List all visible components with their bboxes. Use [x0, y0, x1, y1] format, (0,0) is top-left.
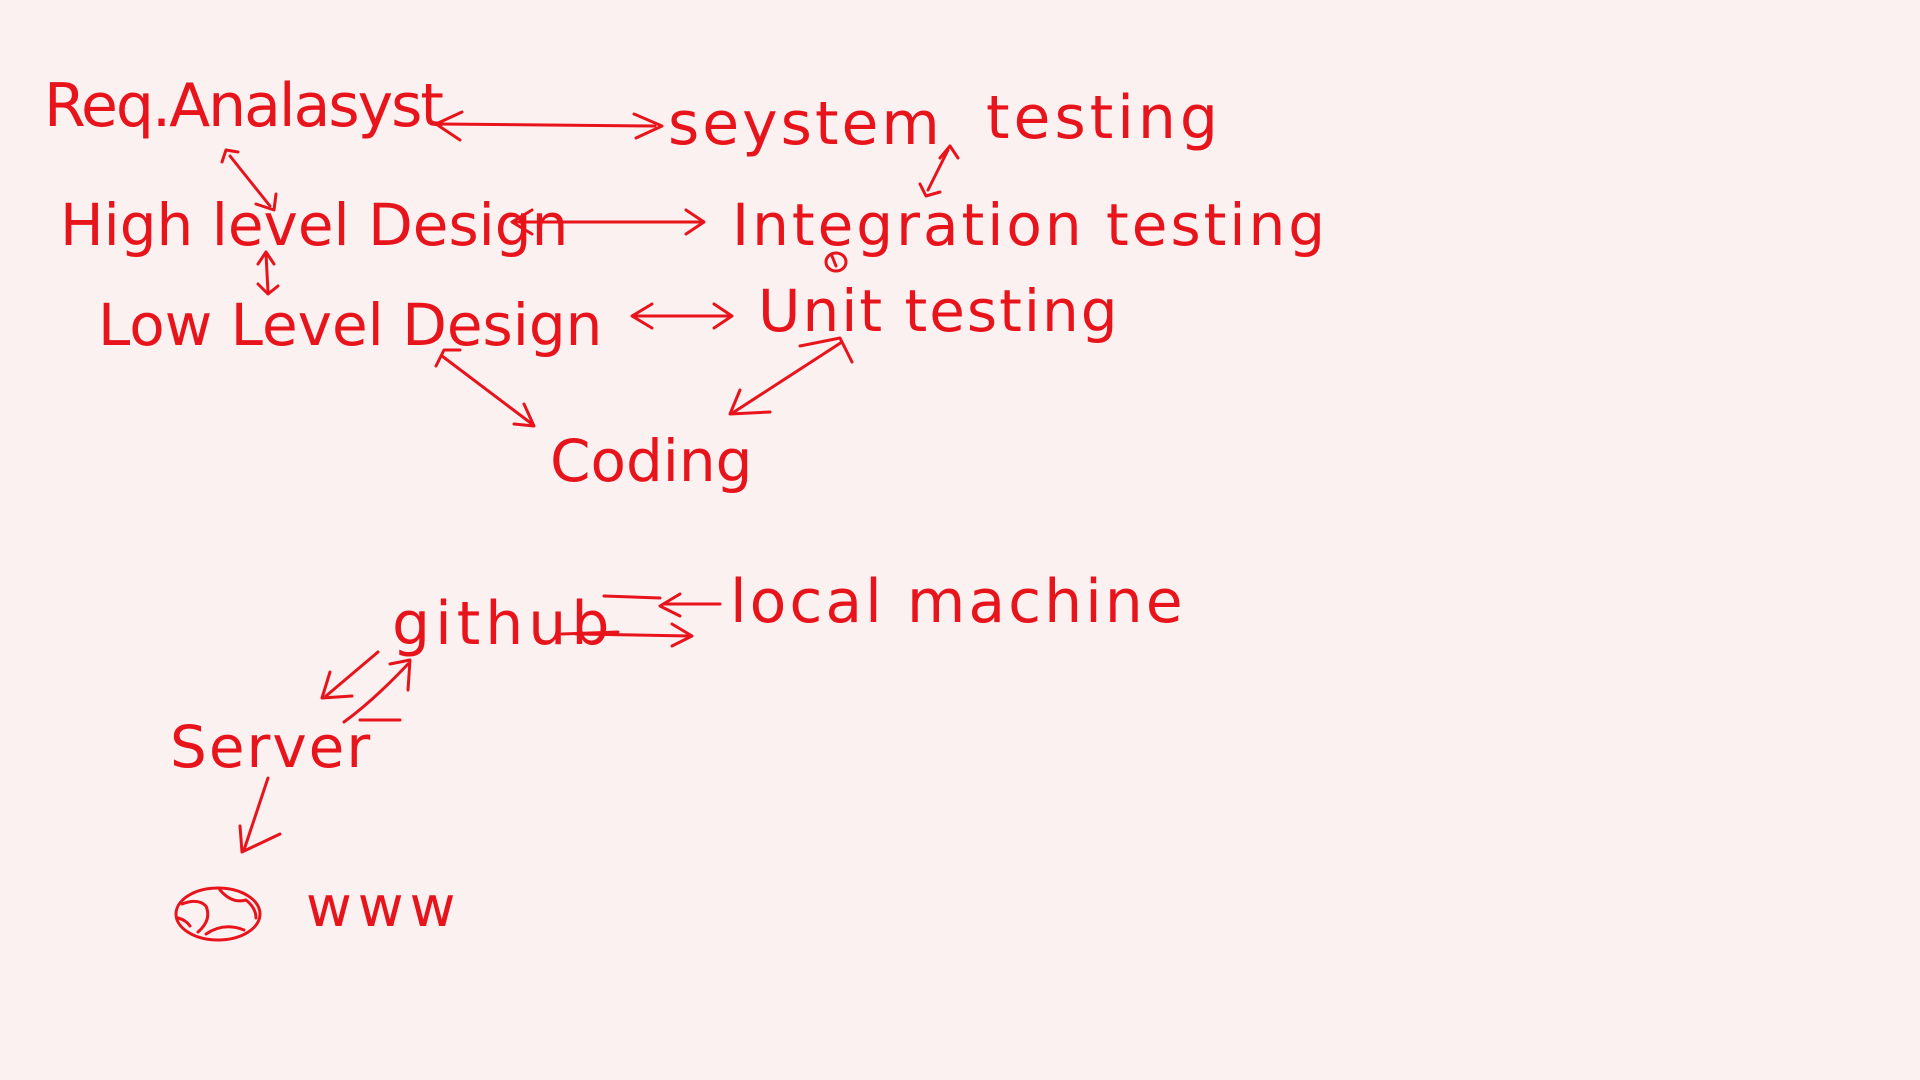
high-level-design-text: High level Design [60, 191, 569, 259]
label-integration-testing: Integration testing [732, 196, 1328, 254]
label-low-level-design: Low Level Design [98, 296, 602, 354]
arrow-unit-to-coding [728, 336, 854, 416]
github-text: github [392, 589, 615, 659]
arrow-hld-to-integration [510, 208, 706, 236]
github-underline [560, 630, 620, 636]
www-text: www [306, 875, 462, 940]
unit-testing-text: Unit testing [758, 277, 1120, 345]
arrow-lld-to-coding [434, 348, 536, 428]
label-high-level-design: High level Design [60, 196, 568, 254]
arrow-req-to-system-testing [434, 110, 664, 142]
label-req-analysis: Req.Analasyst [44, 76, 444, 136]
low-level-design-text: Low Level Design [98, 291, 603, 359]
label-www: www [306, 880, 461, 936]
integration-testing-text: Integration testing [732, 191, 1329, 259]
arrow-hld-to-lld [256, 250, 280, 296]
arrow-lld-to-unit [630, 302, 734, 330]
system-testing-word1-text: seystem [668, 89, 943, 159]
local-machine-text: local machine [730, 567, 1186, 637]
arrow-github-server [320, 650, 412, 724]
req-analysis-text: Req.Analasyst [44, 71, 444, 141]
label-system-word1: seystem [668, 94, 943, 154]
arrow-req-to-hld [220, 148, 278, 212]
coding-text: Coding [550, 427, 753, 495]
server-text: Server [170, 713, 373, 781]
label-unit-testing: Unit testing [758, 282, 1120, 340]
arrow-github-local [574, 592, 722, 648]
arrow-system-to-integration [918, 144, 960, 198]
label-system-word2: testing [986, 88, 1222, 148]
system-testing-word2-text: testing [986, 83, 1223, 153]
label-server: Server [170, 718, 372, 776]
arrow-server-to-www [238, 776, 282, 854]
label-coding: Coding [550, 432, 753, 490]
globe-icon [174, 886, 262, 942]
label-github: github [392, 594, 614, 654]
label-local-machine: local machine [730, 572, 1186, 632]
arrow-integration-to-unit [824, 251, 848, 273]
